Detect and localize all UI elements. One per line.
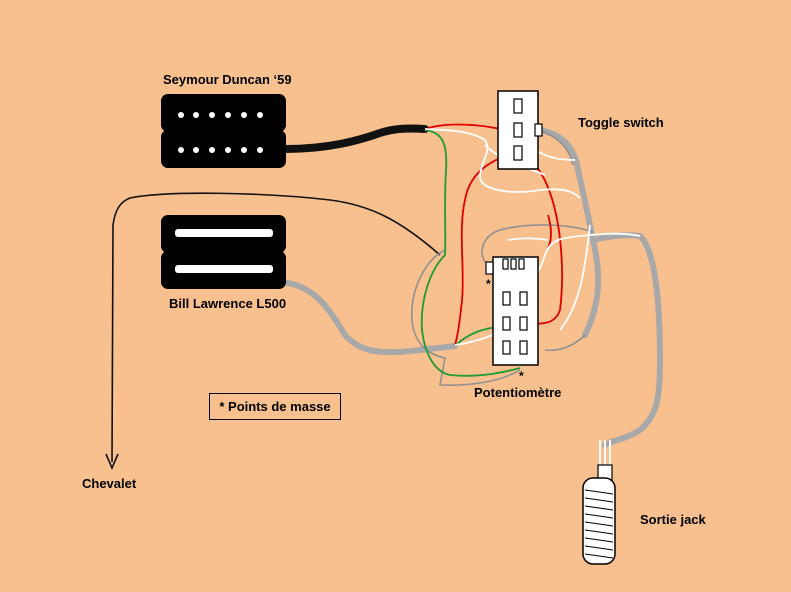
toggle-switch <box>497 90 543 170</box>
single-pickup-label: Bill Lawrence L500 <box>169 296 287 311</box>
bridge-label: Chevalet <box>82 476 137 491</box>
ground-point-marker: * <box>486 277 491 291</box>
jack-output <box>582 464 616 565</box>
potentiometer <box>485 256 539 366</box>
humbucker-pickup <box>161 94 286 168</box>
potentiometer-label: Potentiomètre <box>474 385 562 400</box>
single-pickup <box>161 215 286 289</box>
humbucker-label: Seymour Duncan ‘59 <box>163 72 292 87</box>
toggle-switch-label: Toggle switch <box>578 115 664 130</box>
ground-points-legend: * Points de masse <box>209 393 341 420</box>
ground-point-marker: * <box>519 369 524 383</box>
humbucker-cable <box>281 124 429 153</box>
jack-label: Sortie jack <box>640 512 706 527</box>
bridge-ground-wire <box>105 192 441 471</box>
